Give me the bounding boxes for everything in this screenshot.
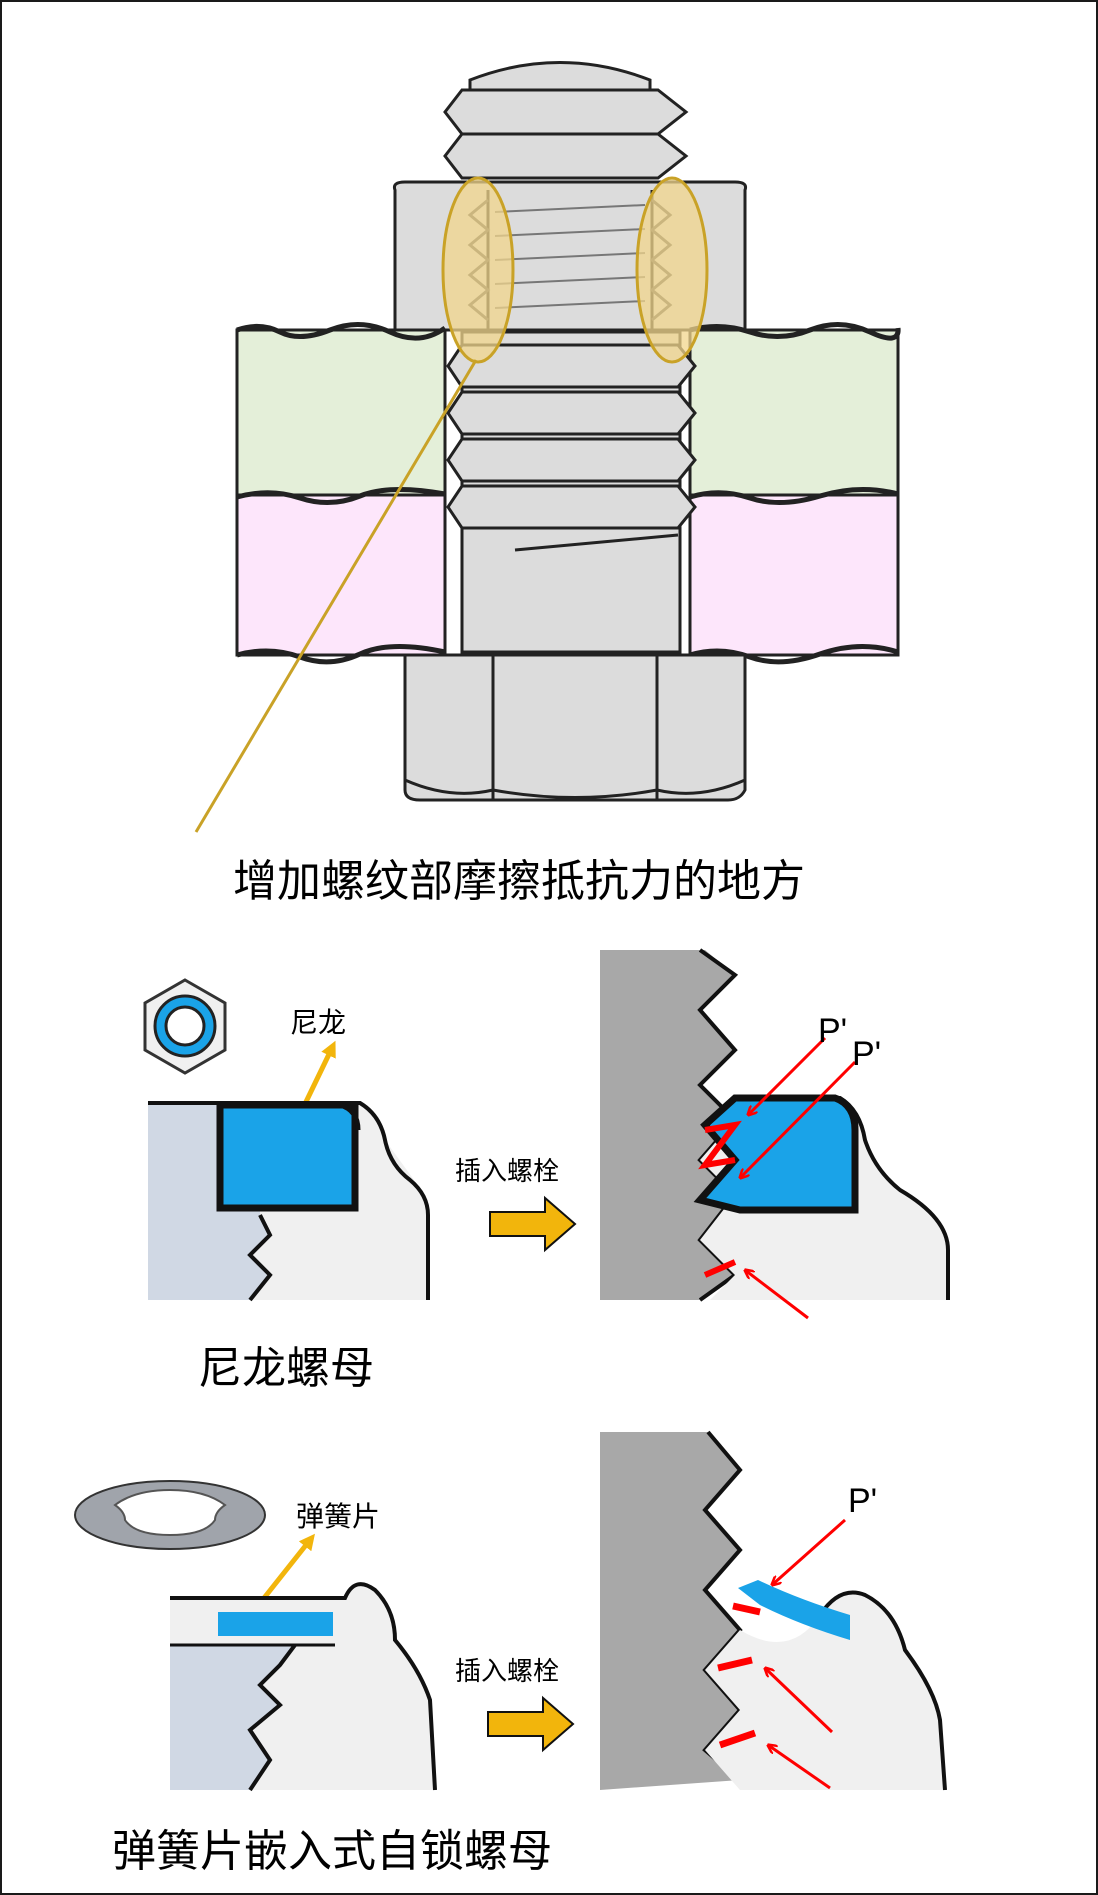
bolt-shank	[446, 330, 697, 654]
nylon-nut-before	[148, 1101, 430, 1302]
bolt-head	[403, 653, 747, 802]
spring-nut-before	[170, 1582, 437, 1792]
spring-insert-arrow	[487, 1695, 575, 1753]
spring-section: 弹簧片 插入螺栓	[74, 1430, 947, 1877]
nylon-insert-arrow-label: 插入螺栓	[455, 1157, 559, 1187]
spring-force-label: P'	[848, 1482, 877, 1520]
spring-nut-after	[600, 1430, 947, 1791]
friction-highlight-right	[635, 176, 709, 364]
bottom-plate	[235, 486, 900, 665]
spring-plate-before	[218, 1612, 333, 1636]
spring-insert-arrow-label: 插入螺栓	[455, 1657, 559, 1687]
nylon-caption: 尼龙螺母	[198, 1343, 374, 1394]
top-caption: 增加螺纹部摩擦抵抗力的地方	[233, 856, 805, 907]
spring-washer-icon	[74, 1480, 266, 1550]
spring-caption: 弹簧片嵌入式自锁螺母	[112, 1826, 552, 1877]
nylon-insert-after	[693, 1094, 859, 1214]
nylon-insert-before	[216, 1101, 359, 1212]
nylon-force-label-1: P'	[818, 1012, 847, 1050]
nylon-force-label-2: P'	[852, 1035, 881, 1073]
nylon-nut-after	[600, 948, 950, 1320]
nylon-insert-arrow	[489, 1195, 577, 1253]
friction-highlight-left	[441, 176, 515, 364]
spring-plate-after	[738, 1580, 850, 1640]
nylon-label: 尼龙	[290, 1006, 346, 1039]
spring-label: 弹簧片	[296, 1500, 380, 1533]
nylon-nut-icon	[143, 978, 227, 1075]
leader-line	[194, 359, 478, 833]
bolt-tip-threads	[443, 61, 689, 180]
bolt-assembly	[194, 61, 901, 833]
nylon-section: 尼龙 插入螺栓	[143, 948, 950, 1394]
